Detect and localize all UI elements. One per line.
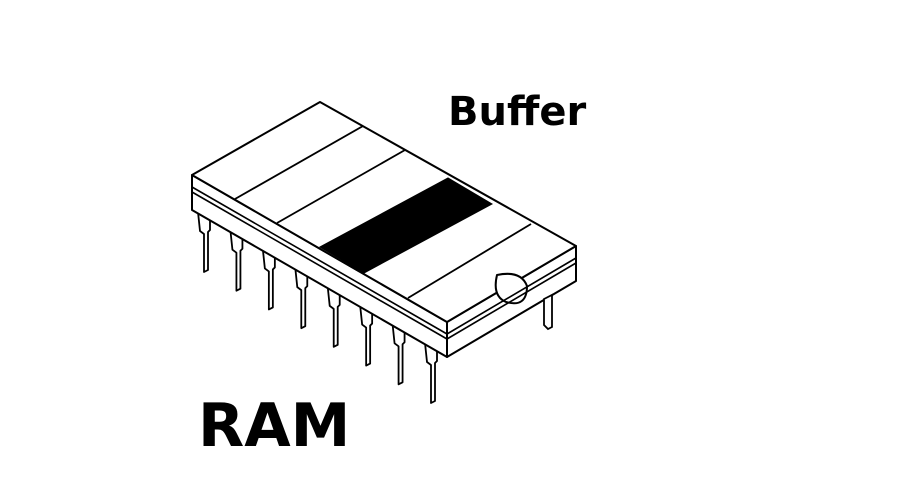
chip-seam-lines	[191, 186, 577, 340]
chip-pin	[424, 342, 438, 404]
ram-label: RAM	[198, 391, 351, 461]
chip-pins-front	[197, 211, 438, 404]
chip-pin	[261, 248, 276, 311]
chip-pin	[326, 285, 341, 348]
chip-pin	[294, 267, 309, 330]
chip-notch	[494, 272, 528, 305]
buffer-highlight-band	[318, 177, 494, 274]
chip-pin	[359, 304, 374, 367]
chip-pin	[229, 229, 244, 292]
chip-pin	[197, 211, 211, 273]
chip-top-dividers	[234, 125, 532, 299]
chip-pins-rear	[543, 293, 553, 331]
buffer-label: Buffer	[448, 89, 587, 135]
chip-pin	[391, 323, 406, 386]
